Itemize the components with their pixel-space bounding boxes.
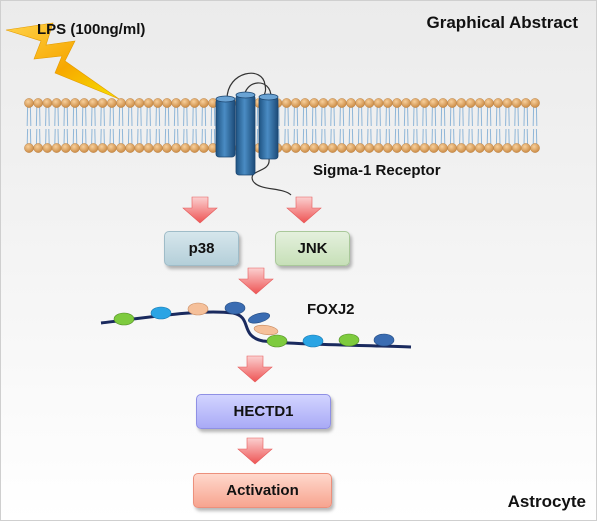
cell-type-label: Astrocyte	[507, 492, 586, 511]
arrow-to-p38-icon	[182, 196, 218, 224]
arrow-to-foxj2-icon	[238, 267, 274, 295]
cell-membrane	[24, 98, 540, 153]
receptor-label: Sigma-1 Receptor	[313, 162, 441, 179]
stimulus-label: LPS (100ng/ml)	[37, 21, 146, 38]
p38-box: p38	[164, 231, 239, 266]
arrow-to-hectd1-icon	[237, 355, 273, 383]
arrow-to-jnk-icon	[286, 196, 322, 224]
jnk-box: JNK	[275, 231, 350, 266]
activation-box: Activation	[193, 473, 332, 508]
foxj2-label: FOXJ2	[307, 301, 355, 318]
receptor-c-terminus	[251, 158, 292, 196]
diagram-title: Graphical Abstract	[426, 13, 578, 32]
sigma-1-receptor-icon	[215, 91, 279, 176]
dna-binding-proteins	[113, 301, 395, 348]
arrow-to-activation-icon	[237, 437, 273, 465]
hectd1-box: HECTD1	[196, 394, 331, 429]
